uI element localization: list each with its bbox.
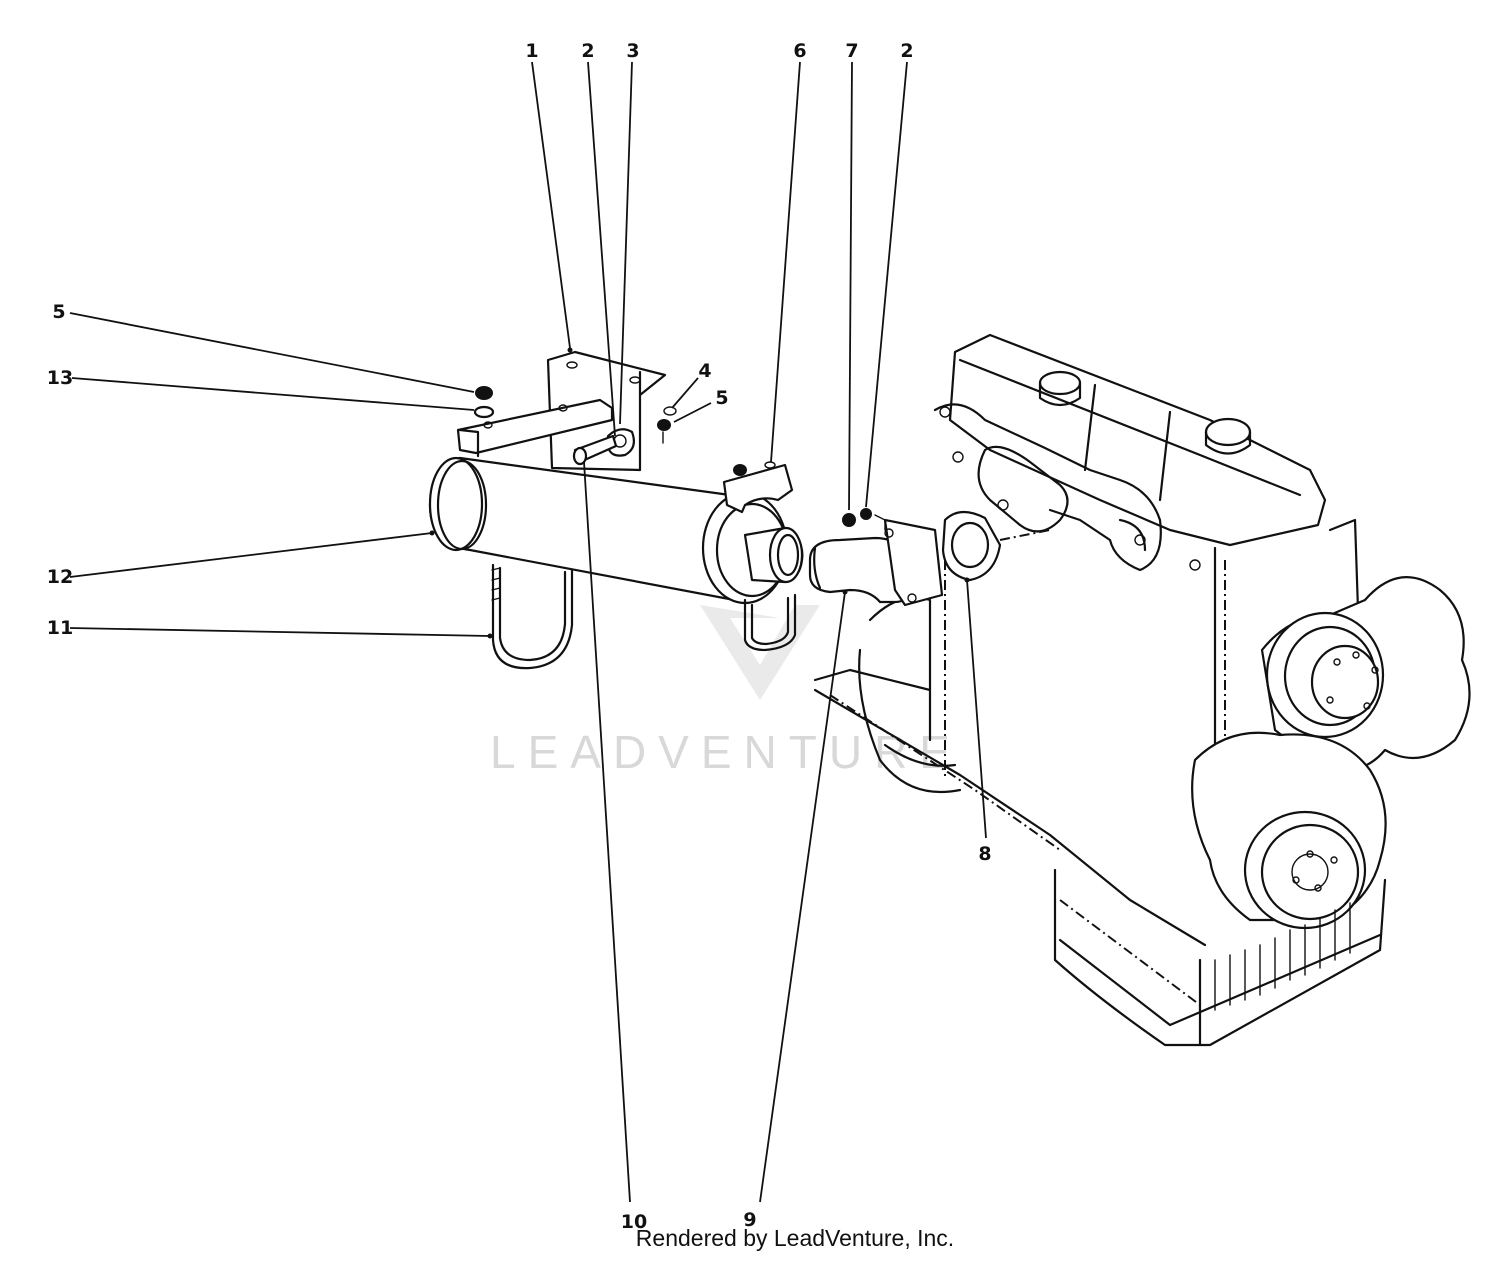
callout-3: 3 [626,40,639,62]
callout-5-right: 5 [715,387,728,409]
callout-11: 11 [47,617,73,639]
callout-8: 8 [978,843,991,865]
callout-9: 9 [743,1209,756,1231]
render-credit: Rendered by LeadVenture, Inc. [635,1225,955,1251]
callout-6: 6 [793,40,806,62]
callout-1: 1 [525,40,538,62]
leader-lines [69,61,987,1203]
small-hardware [473,386,677,444]
callout-2-upper-right: 2 [900,40,913,62]
callout-7: 7 [845,40,858,62]
callout-13: 13 [47,367,73,389]
callout-12: 12 [47,566,73,588]
muffler-clamp [722,461,794,514]
callout-5-left: 5 [52,301,65,323]
exhaust-gasket [941,510,1051,582]
callout-2-upper-left: 2 [581,40,594,62]
callout-10: 10 [621,1211,647,1233]
engine-block [813,333,1471,1047]
flange-nuts [842,508,886,531]
watermark-logo-icon [700,605,820,700]
exhaust-elbow-pipe [808,518,944,607]
u-bolts [491,563,797,670]
bolt [572,434,618,466]
callout-4: 4 [698,360,711,382]
mounting-bracket [456,350,667,472]
watermark-text: LEADVENTURE [490,726,962,778]
